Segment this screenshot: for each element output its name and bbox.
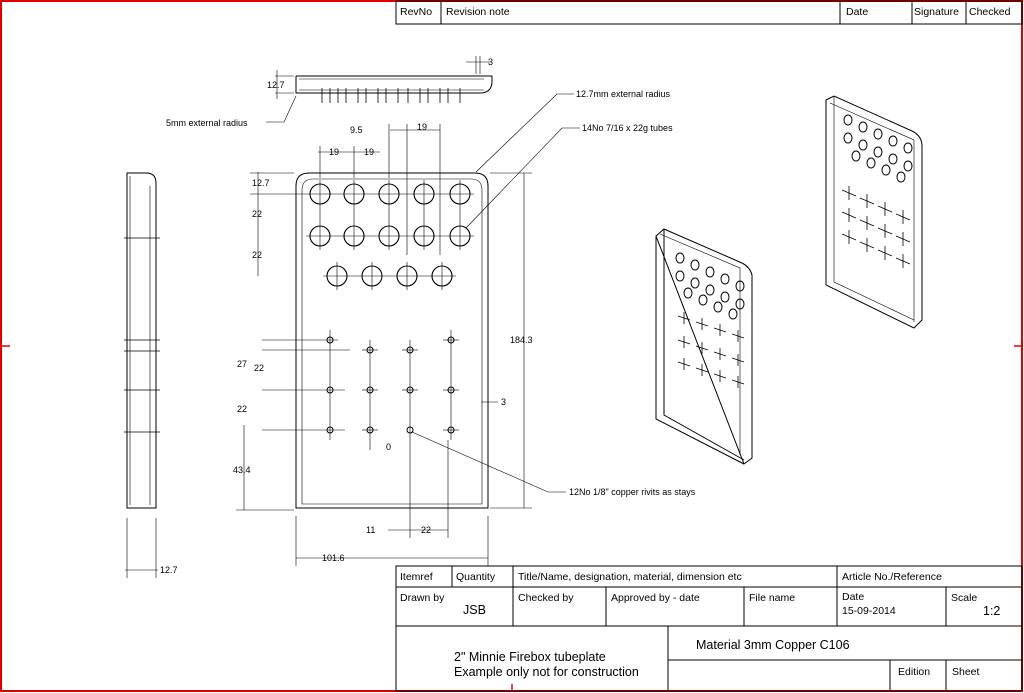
material-note: Material 3mm Copper C106 [696, 638, 850, 652]
signature-header: Signature [914, 6, 959, 18]
checked-header: Checked [969, 6, 1011, 18]
drawn-by-label: Drawn by [400, 592, 445, 604]
revision-block: RevNo Revision note Date Signature Check… [395, 0, 1023, 25]
dim-22-d: 22 [237, 404, 247, 414]
tube-holes [306, 180, 474, 290]
itemref-label: Itemref [400, 571, 433, 583]
dim-27: 27 [237, 359, 247, 369]
dims-left: 12.7 22 22 27 22 22 43.4 0 [233, 172, 391, 511]
top-view: 12.7 3 5mm external radius [166, 56, 493, 128]
note-12-7mm-radius: 12.7mm external radius [576, 89, 671, 99]
title-name-label: Title/Name, designation, material, dimen… [518, 571, 742, 583]
dims-bottom: 101.6 11 22 [295, 440, 489, 566]
dim-22-e: 22 [421, 525, 431, 535]
date-value: 15-09-2014 [842, 605, 896, 617]
isometric-view-back [825, 95, 923, 329]
checked-by-label: Checked by [518, 592, 574, 604]
dim-9-5: 9.5 [350, 125, 363, 135]
isometric-view-front [655, 228, 753, 465]
file-name-label: File name [749, 592, 795, 604]
dim-12-7-left: 12.7 [252, 178, 270, 188]
rivet-stays [262, 330, 459, 538]
sheet-label: Sheet [952, 666, 980, 678]
drawn-by-value: JSB [463, 603, 486, 617]
note-5mm-radius: 5mm external radius [166, 118, 248, 128]
title-block: Itemref Quantity Title/Name, designation… [395, 565, 1023, 692]
edition-label: Edition [898, 666, 930, 678]
dim-19-a: 19 [329, 147, 339, 157]
dim-22-b: 22 [252, 250, 262, 260]
dim-22-a: 22 [252, 209, 262, 219]
dim-19-b: 19 [364, 147, 374, 157]
iso-rivets-back [841, 186, 911, 268]
date-label: Date [842, 591, 864, 603]
dim-184-3: 184.3 [510, 335, 533, 345]
dim-flange-3: 3 [488, 57, 493, 67]
rev-date-header: Date [846, 6, 868, 18]
scale-label: Scale [951, 592, 977, 604]
dim-101-6: 101.6 [322, 553, 345, 563]
iso-rivets-front [677, 312, 745, 388]
dim-22-c: 22 [254, 363, 264, 373]
note-rivets: 12No 1/8" copper rivits as stays [569, 487, 696, 497]
drawing-title-line1: 2" Minnie Firebox tubeplate [454, 650, 606, 664]
iso-tubes-back [843, 114, 913, 183]
dims-right: 184.3 3 [481, 172, 533, 509]
dim-19-c: 19 [417, 122, 427, 132]
side-view: 12.7 [124, 172, 178, 578]
dim-43-4: 43.4 [233, 465, 251, 475]
dim-top-12-7: 12.7 [267, 80, 285, 90]
dim-0: 0 [386, 442, 391, 452]
rev-no-header: RevNo [400, 6, 432, 18]
dim-11: 11 [366, 525, 375, 535]
drawing-title-line2: Example only not for construction [454, 665, 639, 679]
note-tubes: 14No 7/16 x 22g tubes [582, 123, 673, 133]
iso-tubes-front [675, 252, 745, 320]
frame-ticks [2, 345, 1022, 691]
dim-side-12-7: 12.7 [160, 565, 178, 575]
approved-by-label: Approved by - date [611, 592, 700, 604]
dim-3-right: 3 [501, 397, 506, 407]
scale-value: 1:2 [983, 604, 1000, 618]
front-view: 19 19 9.5 19 12.7 22 22 27 22 22 43.4 0 [233, 89, 696, 566]
dims-top: 19 19 9.5 19 [318, 122, 441, 255]
revision-note-header: Revision note [446, 6, 510, 18]
article-no-label: Article No./Reference [842, 571, 942, 583]
leader-notes: 12.7mm external radius 14No 7/16 x 22g t… [411, 89, 696, 497]
quantity-label: Quantity [456, 571, 496, 583]
